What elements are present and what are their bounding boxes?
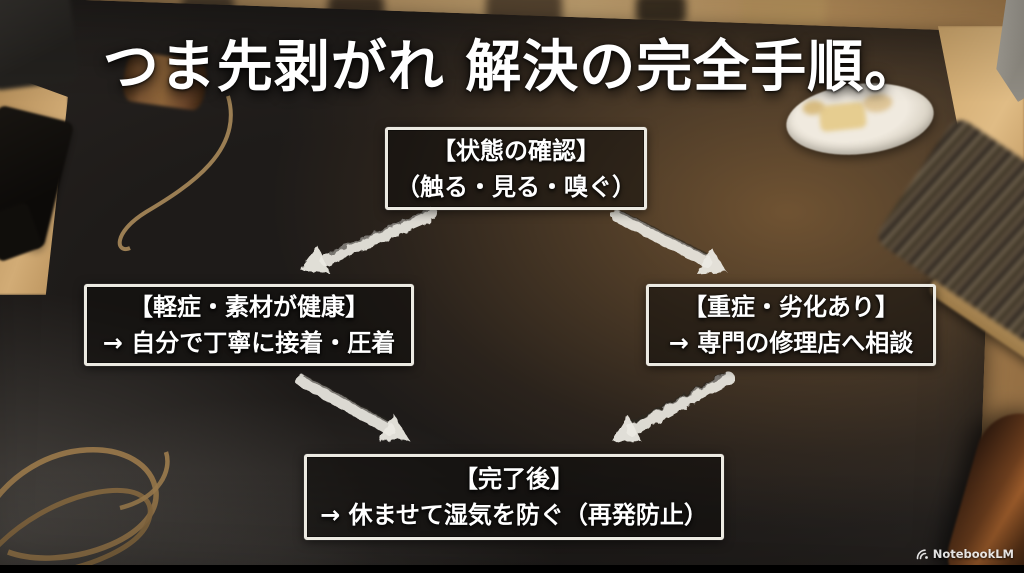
node-done-line1: 【完了後】 (454, 465, 574, 493)
letterbox-bar (0, 565, 1024, 573)
flow-node-mild: 【軽症・素材が健康】 → 自分で丁寧に接着・圧着 (84, 284, 414, 366)
page-title: つま先剥がれ 解決の完全手順。 (102, 35, 922, 100)
flow-node-check: 【状態の確認】 （触る・見る・嗅ぐ） (385, 127, 647, 210)
shelf-object (742, 0, 826, 26)
notebooklm-logo-icon (916, 548, 928, 559)
flow-node-severe: 【重症・劣化あり】 → 専門の修理店へ相談 (646, 284, 936, 366)
node-mild-line1: 【軽症・素材が健康】 (129, 293, 369, 321)
flow-node-done: 【完了後】 → 休ませて湿気を防ぐ（再発防止） (304, 454, 724, 540)
node-check-line2: （触る・見る・嗅ぐ） (396, 172, 636, 201)
node-severe-line2: → 専門の修理店へ相談 (668, 329, 914, 357)
node-mild-line2: → 自分で丁寧に接着・圧着 (102, 329, 396, 357)
node-check-line1: 【状態の確認】 (432, 136, 600, 165)
node-severe-line1: 【重症・劣化あり】 (683, 293, 899, 321)
wax-piece (818, 101, 867, 133)
watermark: NotebookLM (916, 547, 1014, 561)
node-done-line2: → 休ませて湿気を防ぐ（再発防止） (320, 501, 708, 529)
watermark-label: NotebookLM (932, 547, 1014, 561)
